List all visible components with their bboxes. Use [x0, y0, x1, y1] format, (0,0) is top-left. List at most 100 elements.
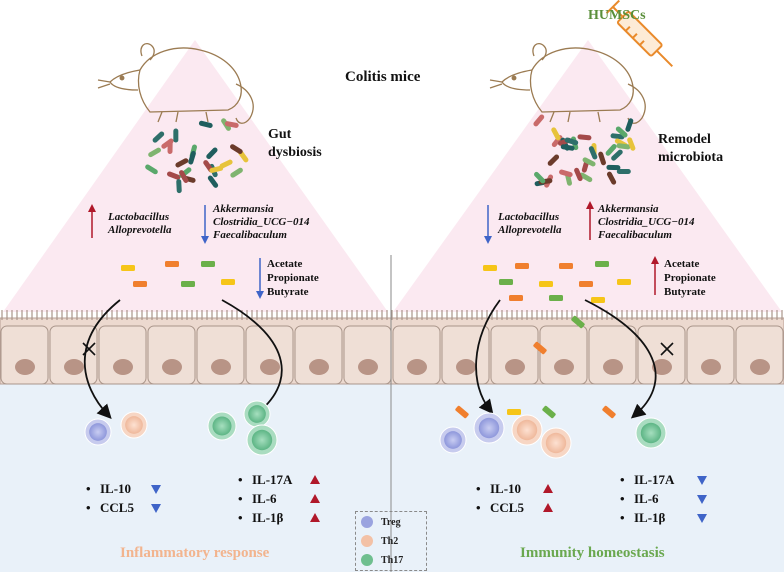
cell-core — [248, 405, 266, 423]
bacterium — [175, 158, 189, 168]
scfa-label: Propionate — [664, 272, 716, 284]
bacterium — [219, 159, 233, 169]
cell-nucleus — [505, 359, 525, 375]
cell-nucleus — [456, 359, 476, 375]
legend-item-treg: Treg — [361, 515, 401, 529]
cell-core — [516, 419, 538, 441]
scfa-molecule — [121, 265, 135, 271]
bacterium — [574, 167, 583, 182]
bacterium — [611, 149, 623, 161]
scfa-molecule — [483, 265, 497, 271]
taxon-label: Akkermansia — [598, 203, 659, 215]
bacterium — [551, 127, 561, 141]
scfa-molecule — [201, 261, 215, 267]
right-up-taxa: Akkermansia Clostridia_UCG−014 Faecaliba… — [598, 203, 695, 242]
bacterium — [615, 126, 628, 138]
bacterium — [224, 121, 239, 128]
legend-item-th17: Th17 — [361, 553, 403, 567]
epithelial-cell — [441, 325, 490, 385]
th2-cell — [120, 411, 148, 439]
cell-core — [89, 423, 107, 441]
scfa-label: Butyrate — [267, 286, 309, 298]
th17-swatch — [361, 554, 373, 566]
scfa-molecule — [507, 409, 521, 415]
right-outcome-label: Immunity homeostasis — [520, 545, 665, 561]
bacterium — [176, 179, 182, 194]
cytokine-name: IL-6 — [634, 491, 659, 506]
right-cytokines-b: •IL-17A •IL-6 •IL-1β — [620, 470, 674, 527]
right-cytokines-a: •IL-10 •CCL5 — [476, 479, 524, 517]
scfa-molecule — [539, 281, 553, 287]
epithelial-cell — [735, 325, 784, 385]
th17-cell — [243, 400, 271, 428]
immune-cells — [84, 400, 667, 459]
scfa-label: Acetate — [664, 258, 700, 270]
cell-nucleus — [407, 359, 427, 375]
migration-arrows — [83, 299, 657, 419]
bacterium — [616, 143, 631, 150]
legend-label: Th17 — [381, 554, 404, 566]
cell-nucleus — [260, 359, 280, 375]
epithelial-cell — [588, 325, 637, 385]
epithelium-layer — [0, 310, 784, 385]
cytokine-name: CCL5 — [490, 500, 524, 515]
decrease-marker — [697, 476, 707, 485]
treg-cell — [84, 418, 112, 446]
epithelial-cell — [147, 325, 196, 385]
increase-marker — [543, 503, 553, 512]
taxon-label: Lactobacillus — [498, 211, 560, 223]
scfa-label: Butyrate — [664, 286, 706, 298]
right-state-label-2: microbiota — [658, 150, 724, 165]
epithelial-cell — [294, 325, 343, 385]
epithelial-cell — [392, 325, 441, 385]
cell-nucleus — [211, 359, 231, 375]
bacterium — [616, 168, 631, 174]
bacterium — [560, 144, 575, 151]
cell-core — [125, 416, 143, 434]
cytokine-name: CCL5 — [100, 500, 134, 515]
left-state-label-1: Gut — [268, 127, 292, 142]
cell-core — [545, 432, 567, 454]
scfa-molecule — [617, 279, 631, 285]
increase-marker — [310, 513, 320, 522]
scfa-molecule — [221, 279, 235, 285]
bacteria-clusters — [145, 114, 636, 194]
cell-nucleus — [113, 359, 133, 375]
bacterium — [610, 133, 625, 140]
epithelial-cell — [245, 325, 294, 385]
cytokine-item: •IL-10 — [86, 481, 132, 496]
bacterium — [206, 147, 218, 160]
mouse-left-illustration — [97, 42, 254, 124]
epithelial-cell — [98, 325, 147, 385]
left-cytokines-b: •IL-17A •IL-6 •IL-1β — [238, 470, 292, 527]
left-scfa-list: Acetate Propionate Butyrate — [267, 257, 319, 299]
taxon-label: Faecalibaculum — [213, 229, 287, 241]
bacterium — [179, 170, 189, 183]
scfa-molecule — [602, 405, 616, 419]
cell-nucleus — [750, 359, 770, 375]
epithelial-cell — [343, 325, 392, 385]
scfa-molecules — [121, 261, 631, 419]
legend-label: Th2 — [381, 535, 399, 547]
scfa-molecule — [499, 279, 513, 285]
cell-nucleus — [64, 359, 84, 375]
bacterium — [173, 128, 179, 143]
epithelial-cell — [686, 325, 735, 385]
decrease-marker — [151, 504, 161, 513]
decrease-marker — [151, 485, 161, 494]
scfa-molecule — [571, 315, 585, 329]
bacterium — [534, 171, 546, 184]
increase-marker — [543, 484, 553, 493]
legend-label: Treg — [381, 516, 401, 528]
bacterium — [588, 146, 598, 160]
cell-nucleus — [603, 359, 623, 375]
left-state-label-2: dysbiosis — [268, 145, 322, 160]
taxon-label: Lactobacillus — [108, 211, 170, 223]
bacterium — [559, 169, 573, 178]
right-state-label-1: Remodel — [658, 132, 711, 147]
th2-cell — [540, 427, 572, 459]
cytokine-item: •IL-17A — [238, 472, 293, 487]
epithelial-cell — [0, 325, 49, 385]
scfa-molecule — [165, 261, 179, 267]
cytokine-item: •IL-6 — [238, 491, 277, 506]
